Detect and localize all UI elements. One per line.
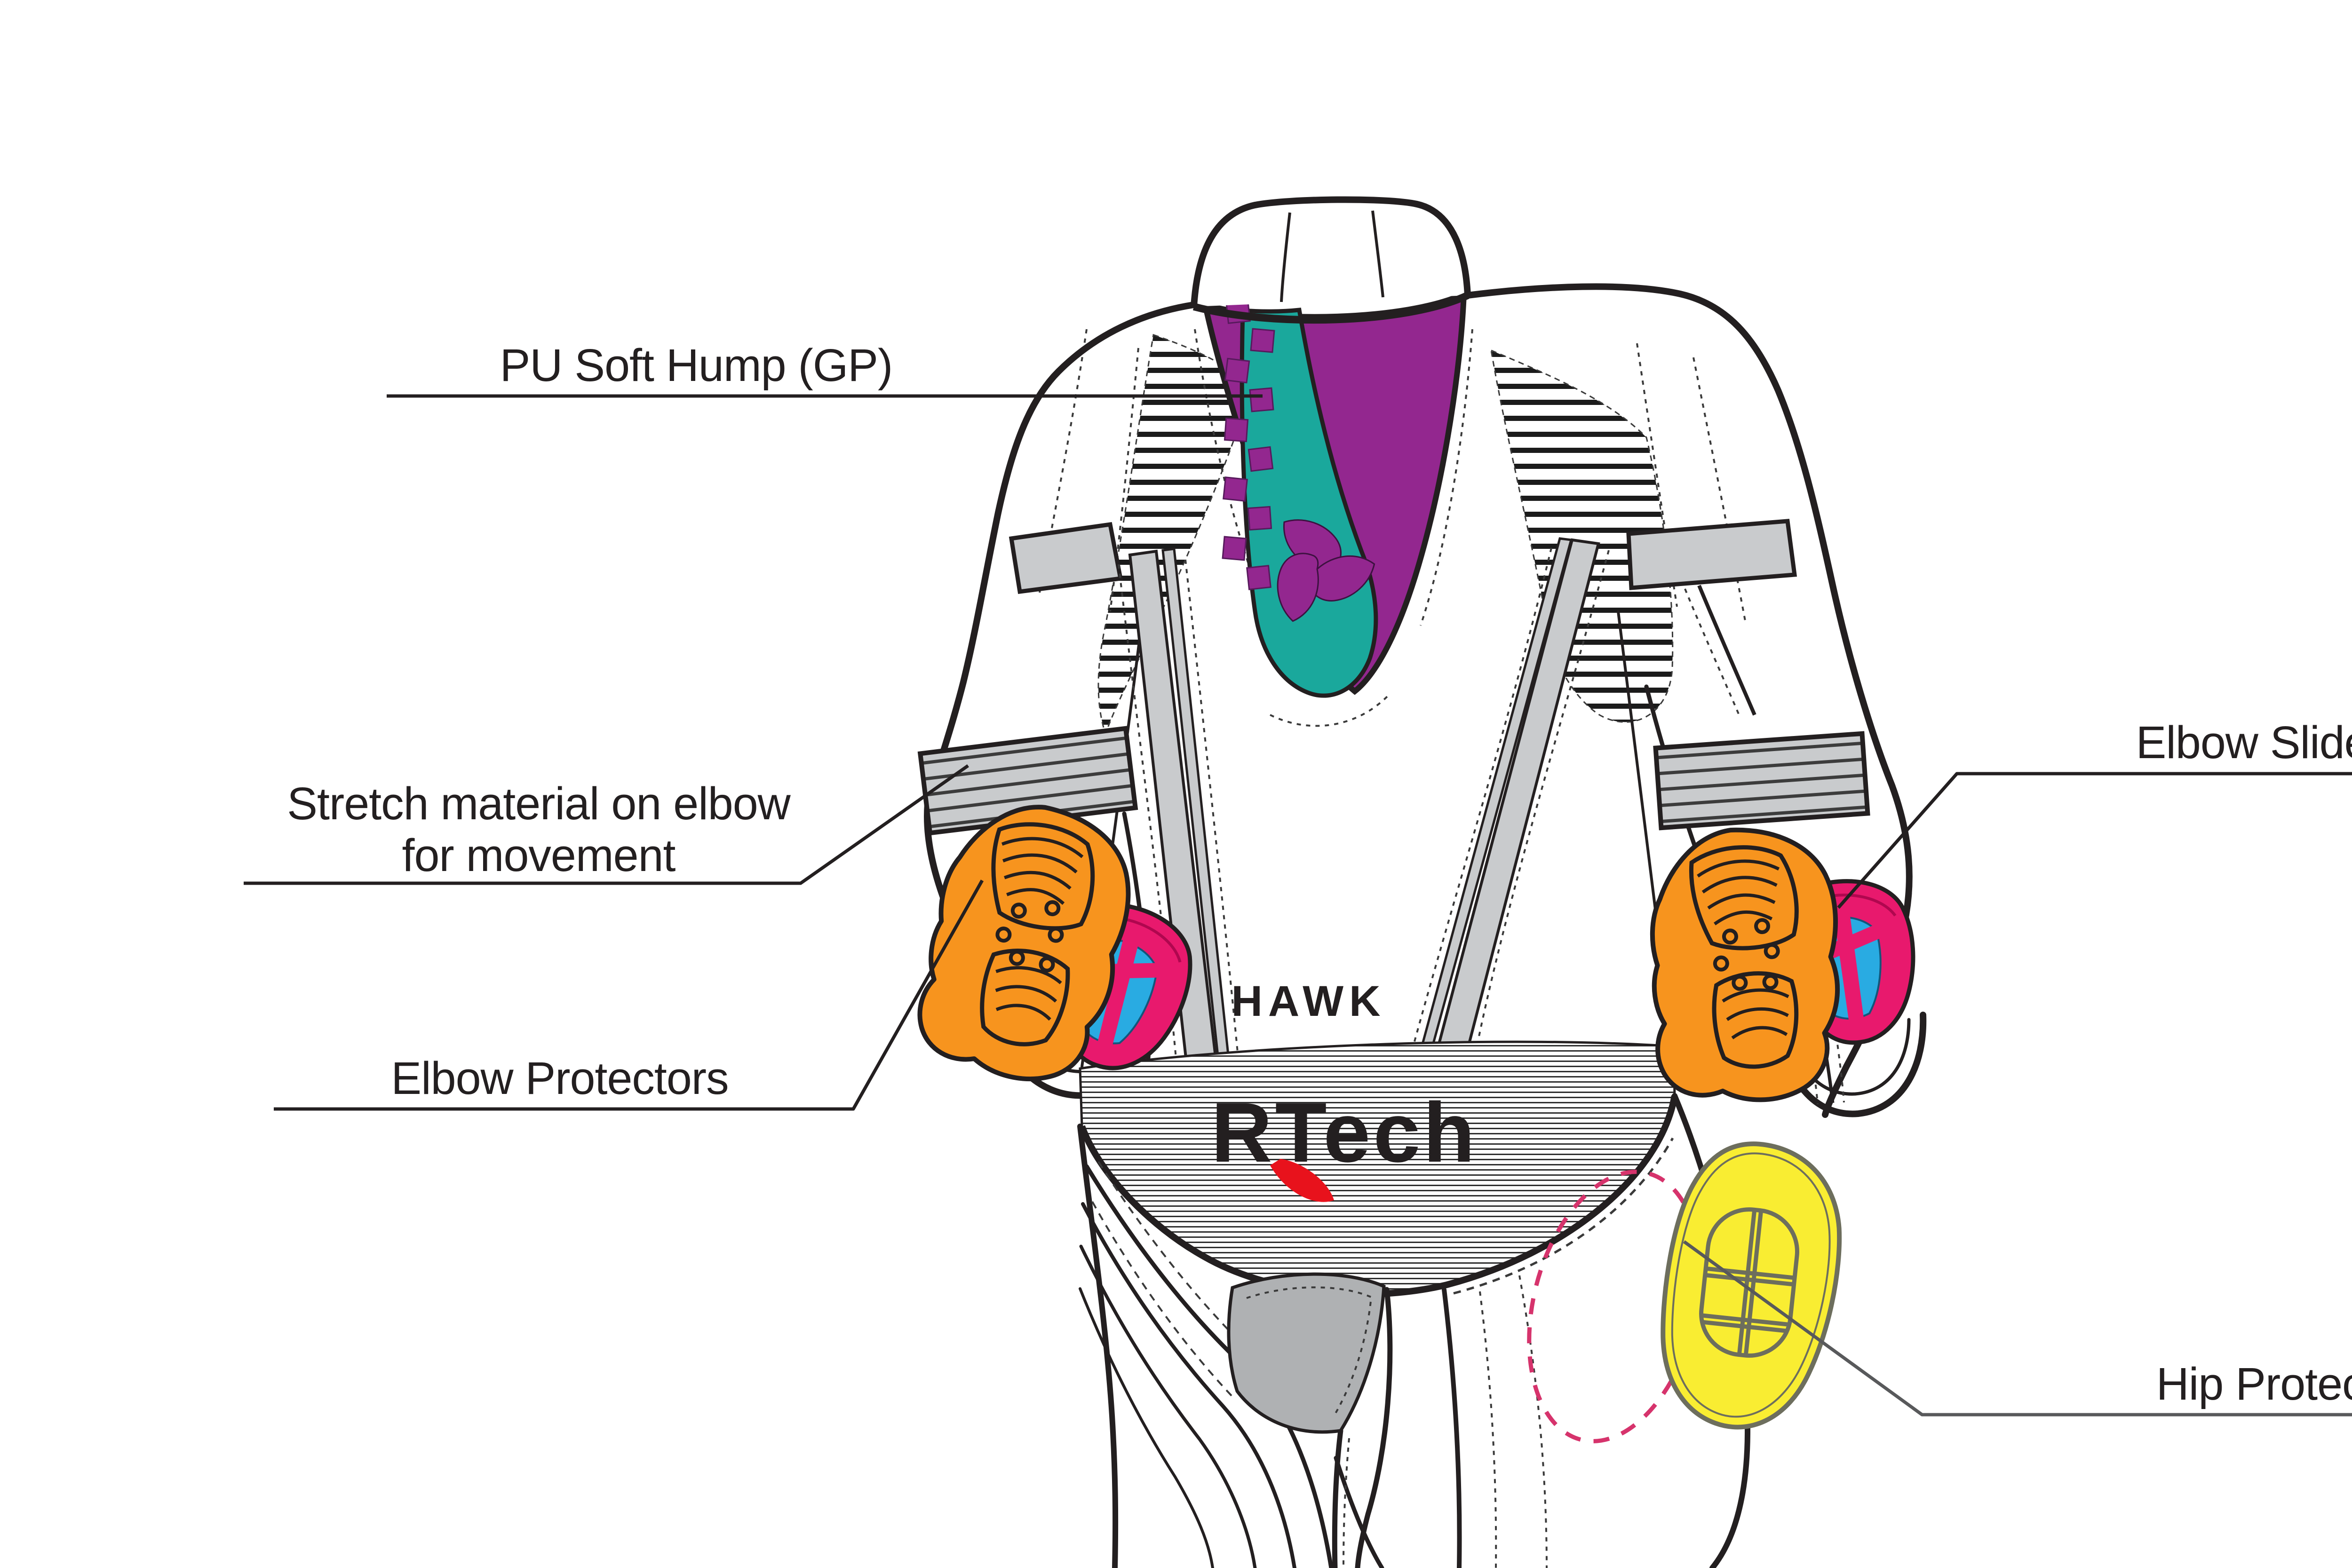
brand-swoosh-icon	[1270, 1159, 1334, 1202]
callout-line-hip-protectors	[1683, 1240, 2352, 1417]
sleeve-seam-dashes	[1039, 329, 1746, 626]
callout-line-elbow-protectors	[274, 879, 984, 1111]
brand-wordmark: RTech	[1211, 1085, 1478, 1180]
callout-line-stretch-elbow	[244, 764, 969, 885]
label-pu-soft-hump: PU Soft Hump (GP)	[500, 340, 893, 391]
crotch-panel	[1227, 1272, 1386, 1434]
hip-protector-pad	[1661, 1141, 1842, 1430]
brand-spinner-icon	[1277, 519, 1375, 622]
elbow-protector-right	[1636, 820, 1854, 1110]
collar	[1191, 196, 1471, 324]
legs	[1077, 1093, 1750, 1568]
label-elbow-protectors: Elbow Protectors	[391, 1053, 728, 1104]
label-elbow-sliders: Elbow Sliders	[2136, 717, 2352, 768]
waistband: RTech	[1079, 1040, 1678, 1298]
stretch-band-right	[1656, 734, 1868, 828]
label-hip-protectors: Hip Protectors	[2156, 1358, 2352, 1410]
label-stretch-elbow-line2: for movement	[402, 830, 676, 881]
arm-accent-bands	[1009, 519, 1797, 594]
label-stretch-elbow-line1: Stretch material on elbow	[287, 778, 791, 829]
model-wordmark: HAWK	[1231, 977, 1386, 1025]
aero-hump	[1201, 289, 1467, 727]
back-straps	[1118, 537, 1610, 1064]
shoulder-mesh-right	[1490, 349, 1674, 723]
callout-line-elbow-sliders	[1837, 772, 2352, 909]
